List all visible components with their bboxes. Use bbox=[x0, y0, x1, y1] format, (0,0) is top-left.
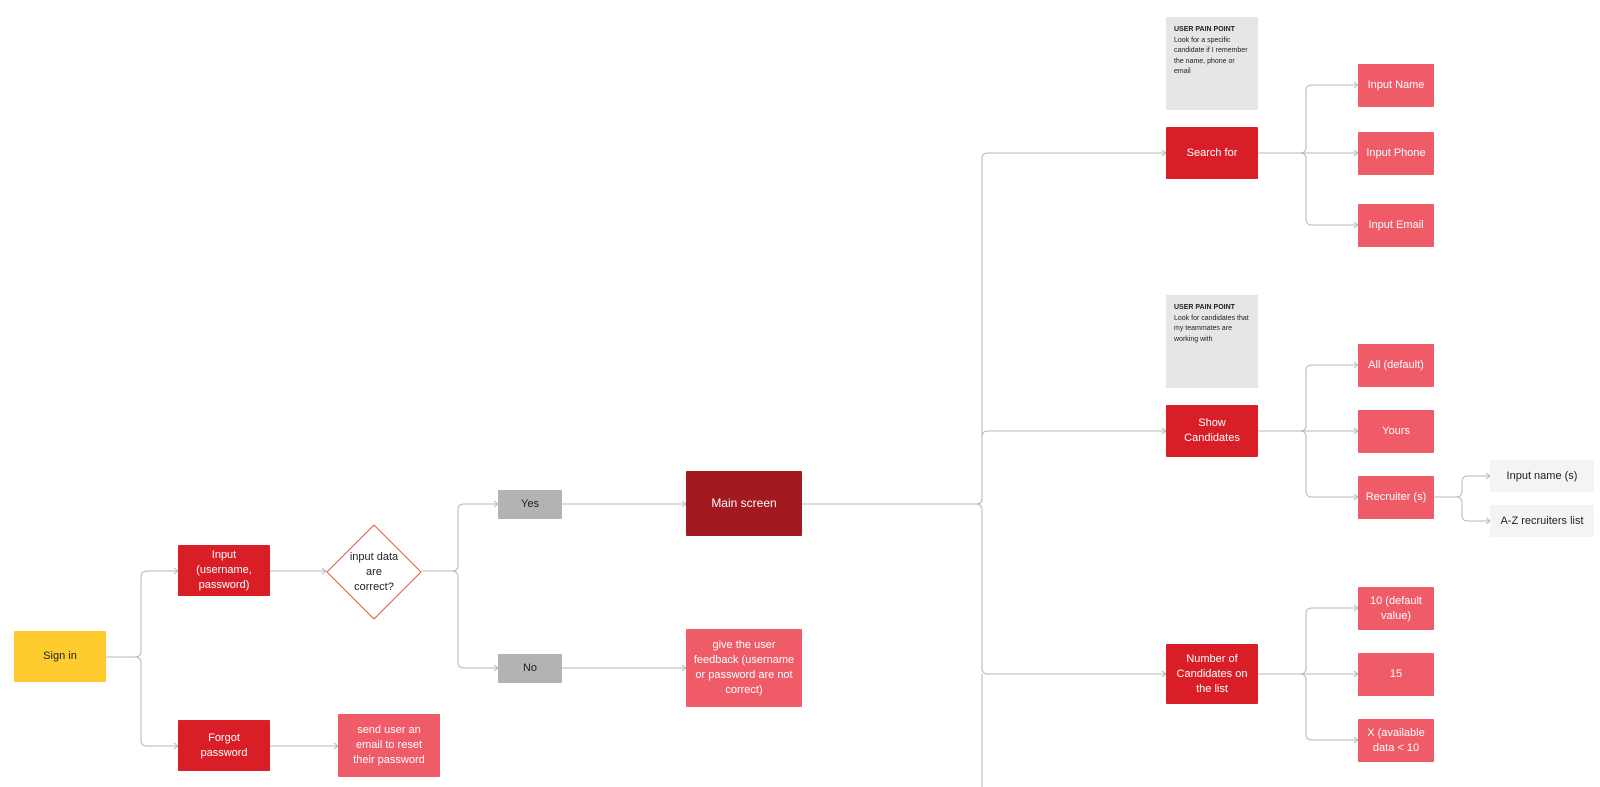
connector-line bbox=[1258, 673, 1358, 741]
all-default-option[interactable]: All (default) bbox=[1358, 344, 1434, 387]
forgot-password-node[interactable]: Forgot password bbox=[178, 720, 270, 771]
main-screen-node[interactable]: Main screen bbox=[686, 471, 802, 536]
connector-line bbox=[422, 503, 498, 572]
input-credentials-node[interactable]: Input (username, password) bbox=[178, 545, 270, 596]
input-email-option[interactable]: Input Email bbox=[1358, 204, 1434, 247]
sign-in-node[interactable]: Sign in bbox=[14, 631, 106, 682]
fifteen-option[interactable]: 15 bbox=[1358, 653, 1434, 696]
connector-line bbox=[422, 570, 498, 669]
input-recruiter-names-option[interactable]: Input name (s) bbox=[1490, 460, 1594, 492]
ten-default-option[interactable]: 10 (default value) bbox=[1358, 587, 1434, 630]
show-candidates-pain-point-note: USER PAIN POINT Look for candidates that… bbox=[1166, 295, 1258, 388]
connector-line bbox=[1258, 364, 1358, 432]
feedback-node[interactable]: give the user feedback (username or pass… bbox=[686, 629, 802, 707]
search-pain-point-note: USER PAIN POINT Look for a specific cand… bbox=[1166, 17, 1258, 110]
az-recruiters-list-option[interactable]: A-Z recruiters list bbox=[1490, 505, 1594, 537]
connector-line bbox=[1258, 607, 1358, 675]
connector-line bbox=[1258, 84, 1358, 154]
recruiters-option[interactable]: Recruiter (s) bbox=[1358, 476, 1434, 519]
yours-option[interactable]: Yours bbox=[1358, 410, 1434, 453]
connector-line bbox=[802, 503, 1166, 675]
input-phone-option[interactable]: Input Phone bbox=[1358, 132, 1434, 175]
connector-line bbox=[1258, 152, 1358, 226]
yes-node[interactable]: Yes bbox=[498, 490, 562, 519]
send-reset-email-node[interactable]: send user an email to reset their passwo… bbox=[338, 714, 440, 777]
search-for-node[interactable]: Search for bbox=[1166, 127, 1258, 179]
input-name-option[interactable]: Input Name bbox=[1358, 64, 1434, 107]
connector-line bbox=[1434, 475, 1490, 498]
note-title: USER PAIN POINT bbox=[1174, 304, 1235, 311]
connector-line bbox=[802, 152, 1166, 505]
x-available-option[interactable]: X (available data < 10 bbox=[1358, 719, 1434, 762]
connector-line bbox=[106, 656, 178, 747]
connector-line bbox=[802, 430, 1166, 505]
note-text: Look for candidates that my teammates ar… bbox=[1174, 314, 1249, 343]
number-of-candidates-node[interactable]: Number of Candidates on the list bbox=[1166, 644, 1258, 704]
decision-diamond[interactable] bbox=[326, 524, 422, 620]
show-candidates-node[interactable]: Show Candidates bbox=[1166, 405, 1258, 457]
connector-line bbox=[106, 570, 178, 658]
connector-line bbox=[1434, 496, 1490, 522]
note-title: USER PAIN POINT bbox=[1174, 26, 1235, 33]
note-text: Look for a specific candidate if I remem… bbox=[1174, 36, 1248, 76]
connector-line bbox=[1258, 430, 1358, 498]
decision-label: input data are correct? bbox=[349, 550, 399, 593]
no-node[interactable]: No bbox=[498, 654, 562, 683]
